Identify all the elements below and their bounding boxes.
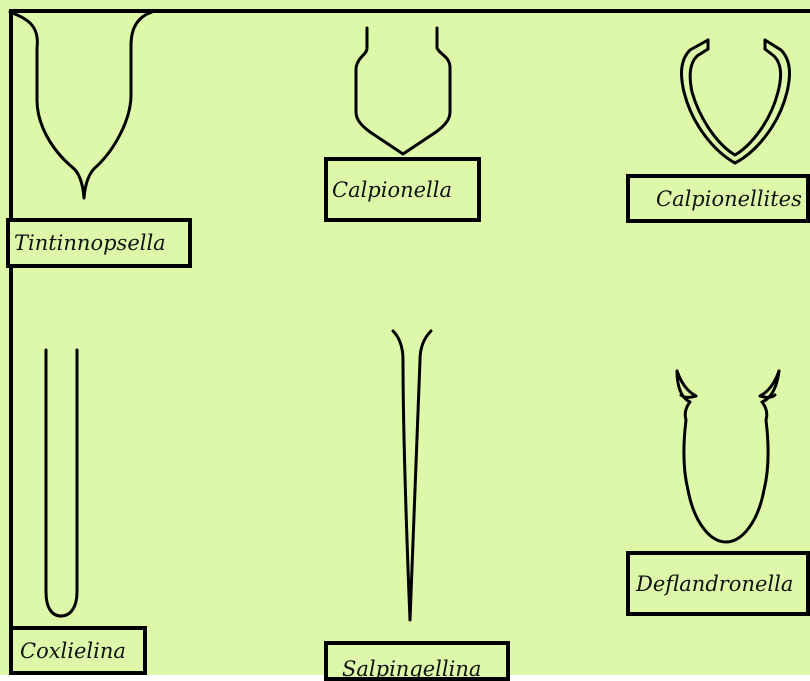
label-calpionellites-text: Calpionellites <box>656 188 802 209</box>
label-calpionella-text: Calpionella <box>332 179 452 200</box>
salpingellina-outline <box>393 331 431 620</box>
label-deflandronella-text: Deflandronella <box>636 573 793 594</box>
label-coxlielina-text: Coxlielina <box>20 640 126 661</box>
label-salpingellina: Salpingellina <box>324 641 510 681</box>
label-salpingellina-text: Salpingellina <box>342 659 481 680</box>
label-deflandronella: Deflandronella <box>626 551 810 616</box>
label-tintinnopsella: Tintinnopsella <box>6 218 192 268</box>
label-tintinnopsella-text: Tintinnopsella <box>14 233 166 254</box>
coxlielina-outline <box>46 350 77 616</box>
label-coxlielina: Coxlielina <box>9 626 147 675</box>
label-calpionella: Calpionella <box>324 157 481 222</box>
calpionellites-inner <box>690 49 780 155</box>
label-calpionellites: Calpionellites <box>626 174 810 223</box>
tintinnopsella-outline <box>10 12 152 198</box>
calpionella-outline <box>356 28 450 154</box>
calpionellites-outer <box>682 40 790 163</box>
